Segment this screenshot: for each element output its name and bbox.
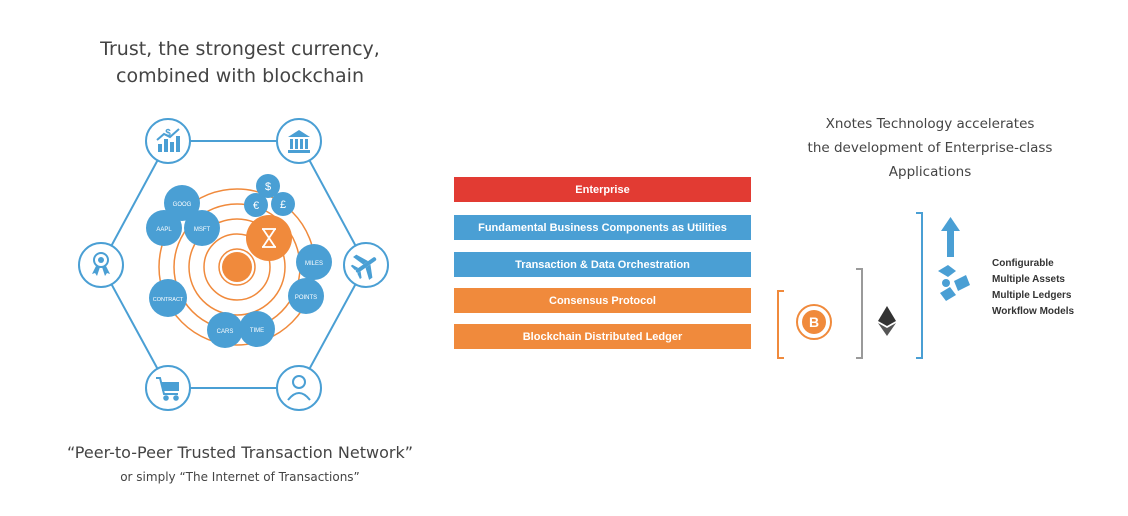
hub-bank [276,118,322,164]
feature-item: Workflow Models [992,306,1075,317]
stack-layer-business-components: Fundamental Business Components as Utili… [454,215,751,240]
hub-airplane [343,242,389,288]
feature-item: Configurable [992,258,1054,269]
orange-bracket [777,290,784,359]
hub-award [78,242,124,288]
award-ribbon-icon [92,252,110,276]
tagline-subquote: or simply “The Internet of Transactions” [120,470,360,484]
shopping-cart-icon [156,377,179,401]
feature-item: Multiple Assets [992,274,1065,285]
stack-layer-enterprise: Enterprise [454,177,751,202]
hub-person [276,365,322,411]
up-arrow-icon [941,217,960,257]
asset-bubble-time: TIME [239,311,275,347]
svg-text:CARS: CARS [217,329,234,335]
svg-text:£: £ [280,199,286,211]
stack-layer-orchestration: Transaction & Data Orchestration [454,252,751,277]
left-title: Trust, the strongest currency, combined … [70,36,410,90]
gray-bracket [856,268,863,359]
svg-text:€: € [253,200,259,212]
svg-text:$: $ [265,181,271,193]
svg-text:MILES: MILES [305,261,323,267]
asset-bubble-msft: MSFT [184,210,220,246]
bitcoin-icon: B [796,304,832,340]
trust-network-diagram: $ [78,118,389,411]
right-title: Xnotes Technology accelerates the develo… [790,112,1070,184]
svg-text:CONTRACT: CONTRACT [153,297,184,303]
asset-bubble-miles: MILES [296,244,332,280]
stock-chart-icon: $ [156,128,180,152]
svg-text:GOOG: GOOG [173,202,192,208]
protocol-brackets: B [777,212,970,359]
svg-text:B: B [809,314,819,330]
airplane-icon [350,254,377,280]
currency-pound: £ [271,192,295,216]
hub-shopping-cart [145,365,191,411]
asset-bubble-cars: CARS [207,312,243,348]
left-title-line-1: Trust, the strongest currency, [100,38,380,60]
currency-dollar: $ [256,174,280,198]
left-title-line-2: combined with blockchain [116,65,364,87]
tagline-quote: “Peer-to-Peer Trusted Transaction Networ… [67,443,413,462]
feature-list: Configurable Multiple Assets Multiple Le… [992,256,1074,320]
hourglass-icon [262,228,276,248]
asset-bubble-contract: CONTRACT [149,279,187,317]
currency-euro: € [244,193,268,217]
hourglass-node [246,215,292,261]
right-title-line-3: Applications [888,164,972,180]
svg-text:TIME: TIME [250,328,264,334]
network-core [222,252,252,282]
svg-text:POINTS: POINTS [295,295,317,301]
asset-bubble-aapl: AAPL [146,210,182,246]
svg-text:$: $ [165,128,171,139]
asset-bubble-points: POINTS [288,278,324,314]
person-icon [287,375,311,401]
bank-icon [288,130,310,153]
blue-bracket [916,212,923,359]
xnotes-logo-icon [938,265,970,301]
right-title-line-2: the development of Enterprise-class [807,140,1053,156]
asset-bubble-goog: GOOG [164,185,200,221]
ethereum-icon [878,306,896,336]
stack-layer-ledger: Blockchain Distributed Ledger [454,324,751,349]
stack-layer-consensus: Consensus Protocol [454,288,751,313]
svg-text:AAPL: AAPL [156,227,172,233]
svg-text:MSFT: MSFT [194,227,211,233]
right-title-line-1: Xnotes Technology accelerates [825,116,1035,132]
feature-item: Multiple Ledgers [992,290,1072,301]
hub-stock-chart: $ [145,118,191,164]
